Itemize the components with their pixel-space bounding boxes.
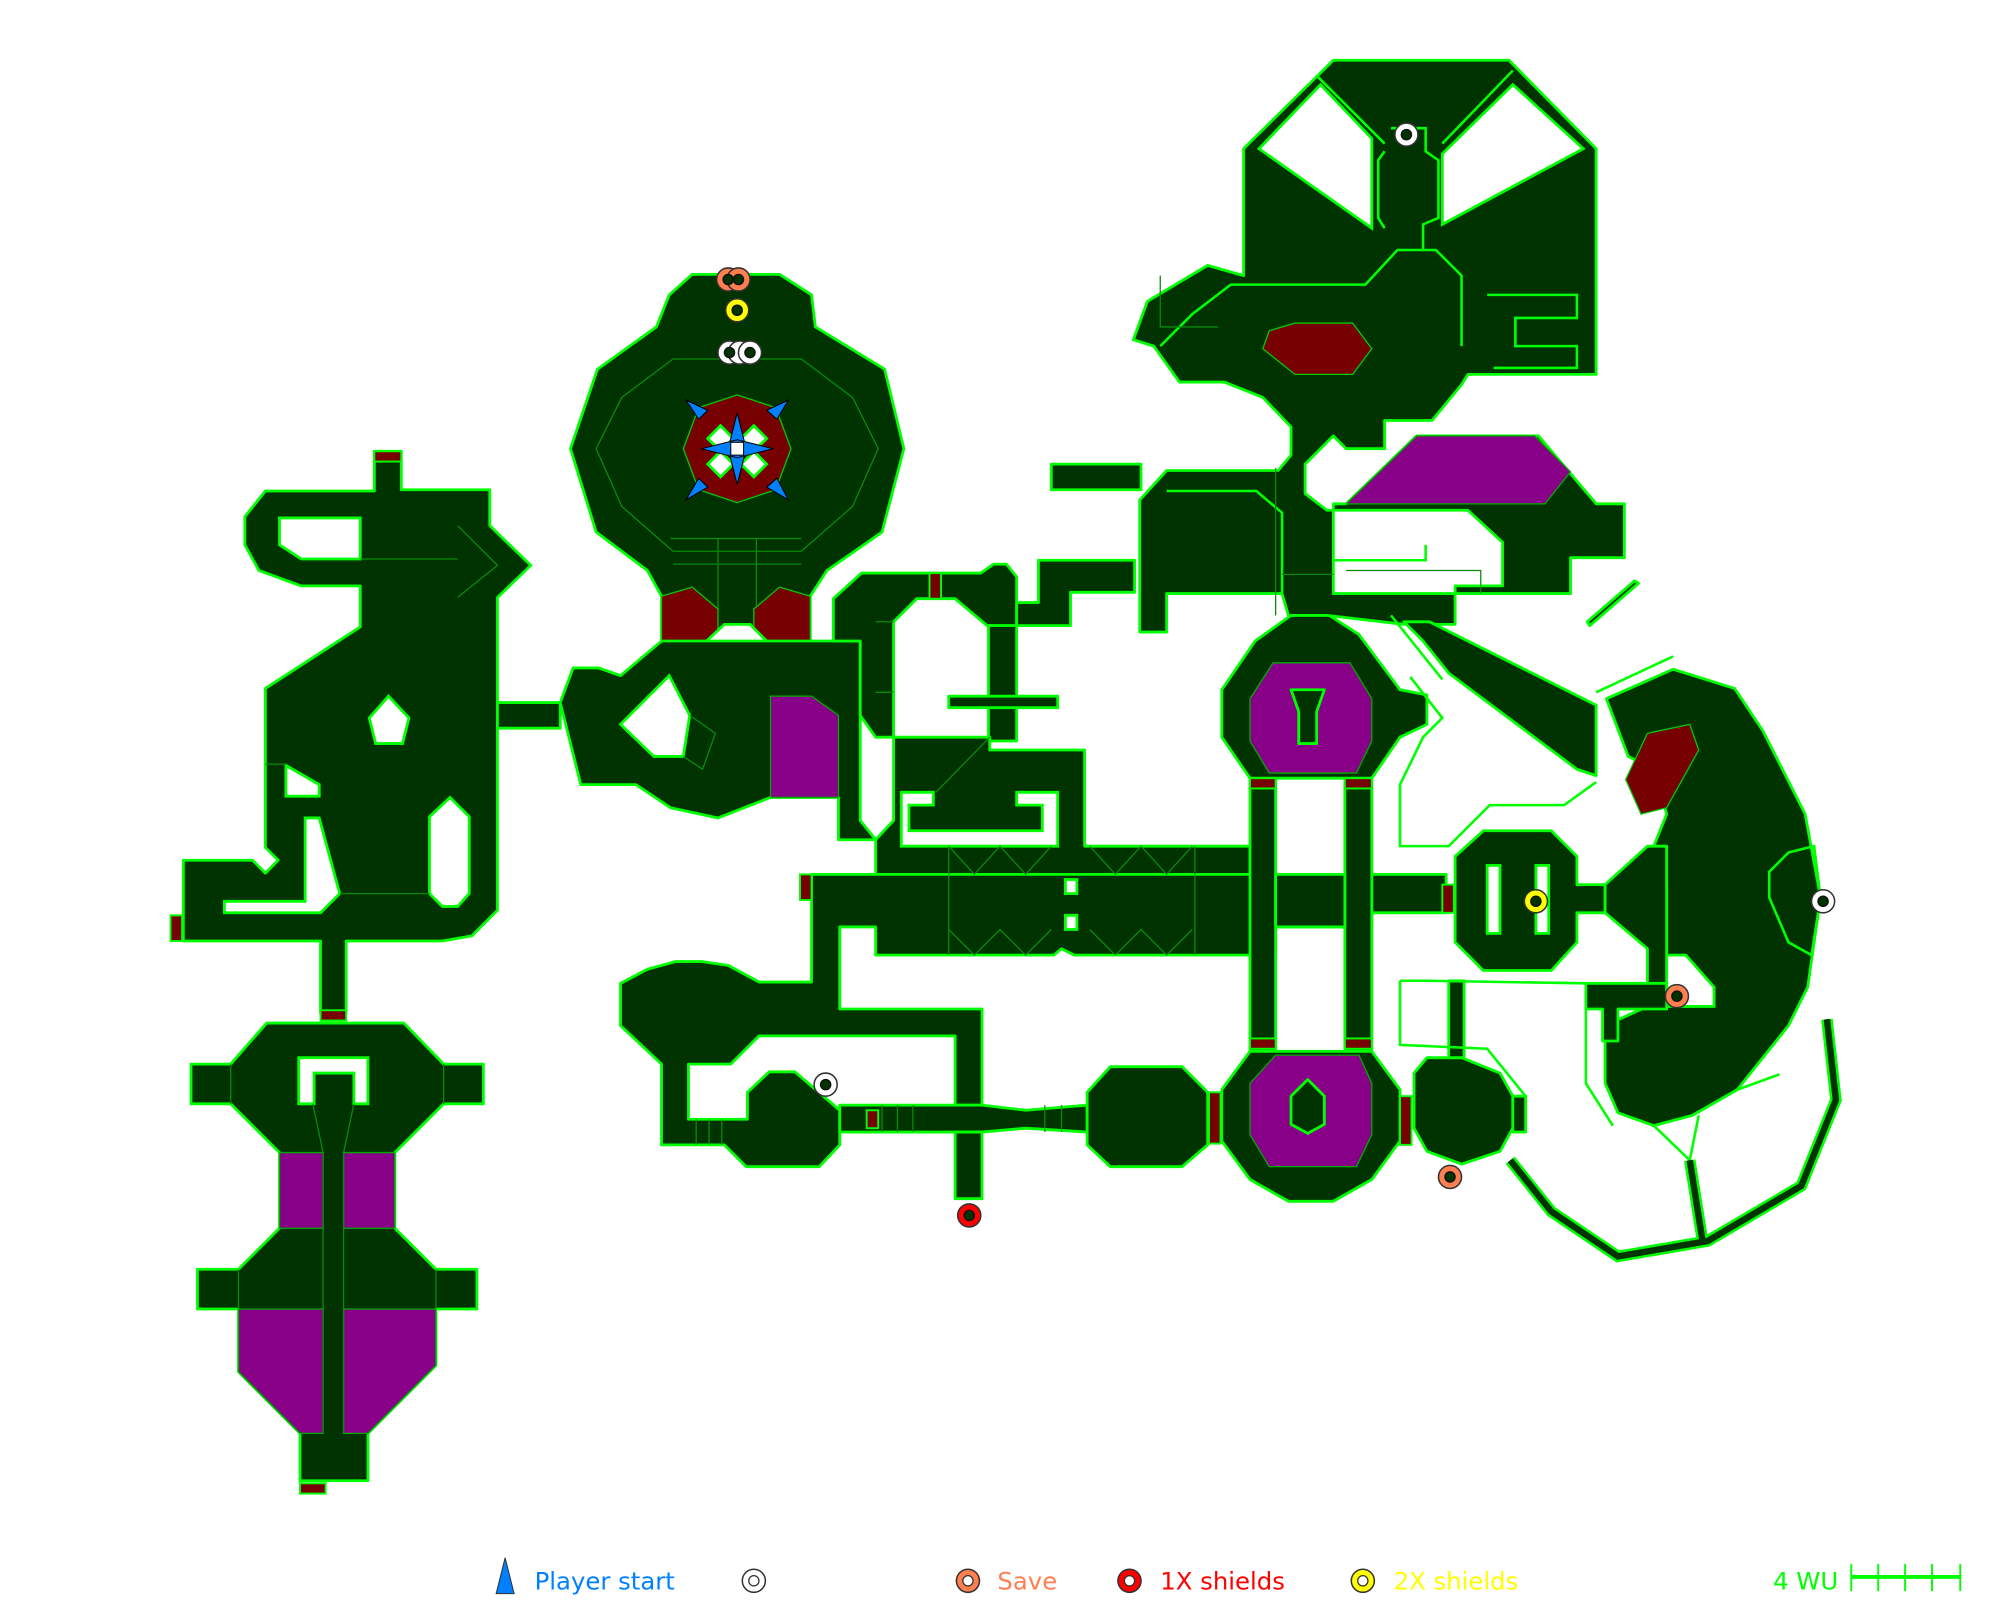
west-hub [496, 558, 1252, 876]
legend-shields-2x: 2X shields [1394, 1567, 1519, 1596]
legend-player-start: Player start [535, 1567, 675, 1596]
scale-label: 4 WU [1773, 1567, 1838, 1596]
legend-shields-1x: 1X shields [1160, 1567, 1285, 1596]
northeast-complex [1049, 58, 1640, 713]
item-markers [715, 122, 1836, 1228]
player-start-markers [684, 398, 790, 502]
main-hall [619, 845, 1448, 1201]
west-building [181, 449, 533, 1015]
legend-save: Save [997, 1567, 1057, 1596]
legend: Player start Save 1X shields 2X shields … [495, 1557, 1962, 1596]
door-markers [169, 450, 1455, 1495]
east-curved-room [1398, 620, 1842, 1263]
scale-bar [1850, 1564, 1962, 1592]
southwest-building [189, 1021, 485, 1483]
player-start-icon [495, 1557, 515, 1595]
